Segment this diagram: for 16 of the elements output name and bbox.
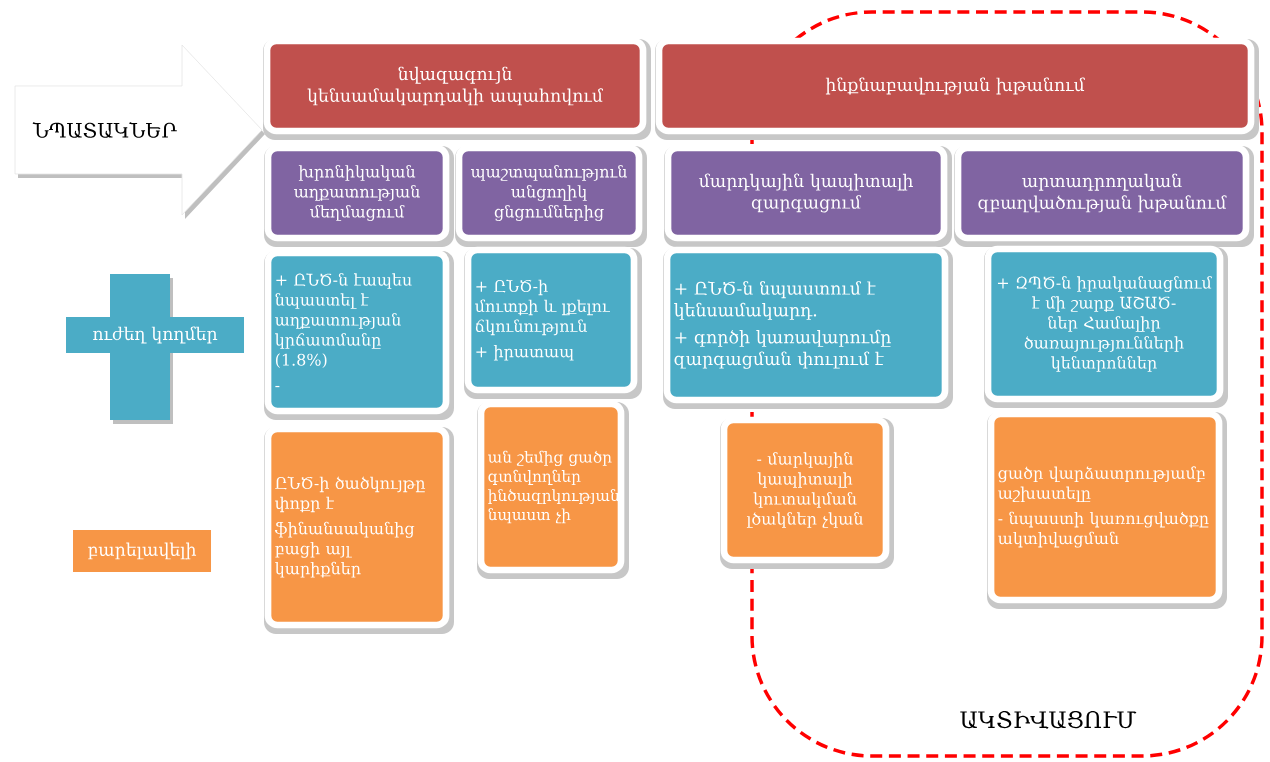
strength-box: + ԸՆԾ-ն նպաստում է կենսամակարդ. + գործի կառավարումը զարգացման փուլում է: [663, 246, 953, 409]
strength-badge: ուժեղ կողմեր: [66, 274, 244, 424]
goal-box: նվազագույն կենսամակարդակի ապահովում: [263, 37, 651, 140]
objective-box: պաշտպանություն անցողիկ ցնցումներից: [455, 144, 647, 247]
weakness-box: - մարկային կապիտալի կուտակման լծակներ չկան: [720, 416, 894, 569]
strength-box: + ԶՊԾ-ն իրականացնում է մի շարք ԱՇԱԾ-ներ Համալիր ծառայությունների կենտրոններ: [984, 245, 1228, 408]
strength-box: + ԸՆԾ-ի մուտքի և լքելու ճկունություն + իրատապ: [464, 246, 642, 399]
objective-box: խրոնիկական աղքատության մեղմացում: [264, 144, 454, 247]
weakness-box: ցածր վարձատրությամբ աշխատելը - նպաստի կառուցվածքը ակտիվացման: [987, 410, 1227, 609]
weakness-box: ան շեմից ցածր գտնվողներ ինծազրկության նպաստ չի: [477, 400, 629, 579]
objective-box: մարդկային կապիտալի զարգացում: [664, 144, 952, 247]
weakness-badge: բարելավելի: [73, 530, 211, 572]
weakness-box: ԸՆԾ-ի ծածկույթը փոքր է ֆինանսականից բացի այլ կարիքներ: [264, 425, 454, 634]
strength-box: + ԸՆԾ-ն էապես նպաստել է աղքատության կրճատմանը (1.8%) -: [264, 249, 454, 420]
objective-box: արտադրողական զբաղվածության խթանում: [954, 144, 1254, 247]
goal-box: ինքնաբավության խթանում: [655, 37, 1259, 140]
